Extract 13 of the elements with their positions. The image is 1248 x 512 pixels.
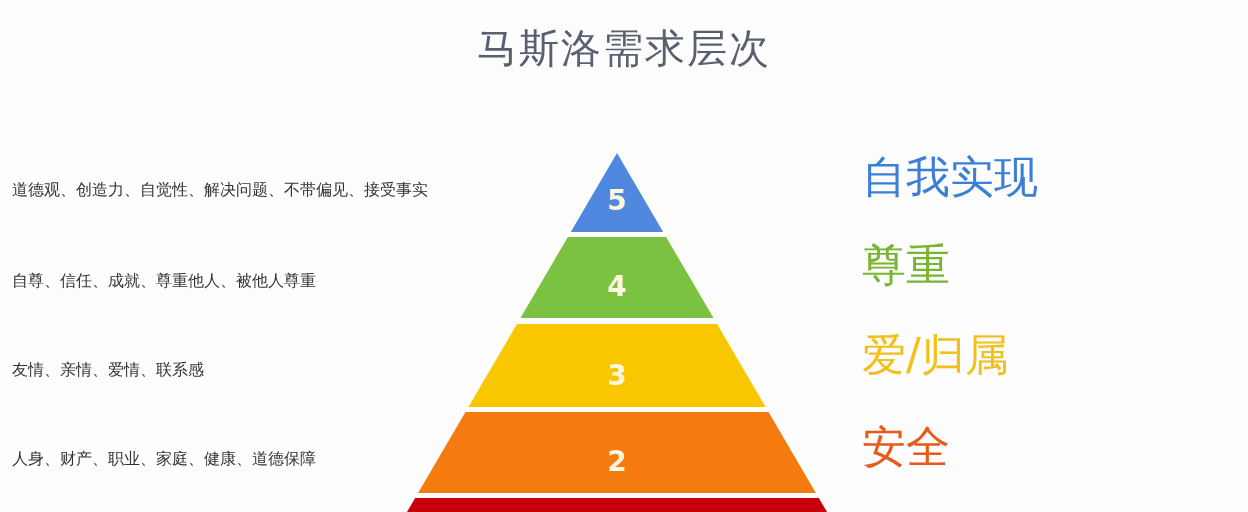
- need-level-name: 尊重: [862, 239, 950, 291]
- tier-number: 3: [607, 359, 627, 393]
- need-level-name: 自我实现: [862, 151, 1038, 203]
- title: 马斯洛需求层次: [476, 24, 772, 73]
- need-description: 友情、亲情、爱情、联系感: [12, 360, 204, 380]
- tier-number: 4: [607, 270, 627, 304]
- need-description: 人身、财产、职业、家庭、健康、道德保障: [12, 449, 316, 469]
- tier-number: 5: [607, 184, 627, 218]
- tier-number: 2: [607, 445, 627, 479]
- need-level-name: 安全: [862, 421, 950, 473]
- need-description: 自尊、信任、成就、尊重他人、被他人尊重: [12, 271, 316, 291]
- need-description: 道德观、创造力、自觉性、解决问题、不带偏见、接受事实: [12, 180, 428, 200]
- need-level-name: 爱/归属: [862, 329, 1009, 381]
